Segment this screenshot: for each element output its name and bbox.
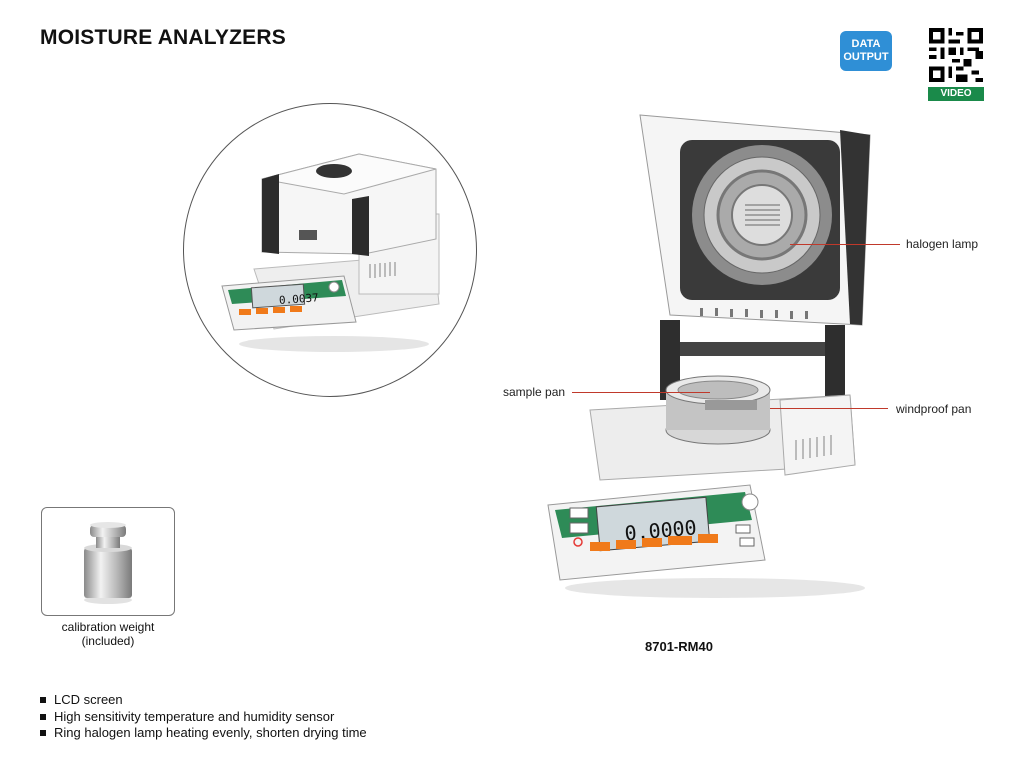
video-label: VIDEO — [928, 87, 984, 101]
bullet-icon — [40, 713, 46, 720]
sample-pan-label: sample pan — [503, 385, 566, 399]
windproof-pan-label: windproof pan — [896, 402, 972, 416]
feature-item: High sensitivity temperature and humidit… — [40, 709, 367, 726]
calibration-weight-image — [41, 507, 175, 616]
calibration-weight-caption: calibration weight (included) — [41, 620, 175, 648]
closed-analyzer-illustration: 0.0037 — [221, 153, 440, 352]
feature-list: LCD screen High sensitivity temperature … — [40, 692, 367, 742]
open-analyzer-illustration: 0.0000 — [547, 114, 871, 598]
small-lcd-reading: 0.0037 — [279, 291, 320, 307]
feature-item: Ring halogen lamp heating evenly, shorte… — [40, 725, 367, 742]
data-output-line1: DATA — [851, 38, 881, 50]
video-qr-code[interactable]: VIDEO — [928, 28, 984, 101]
halogen-lamp-label: halogen lamp — [906, 237, 979, 251]
page-title: MOISTURE ANALYZERS — [40, 26, 286, 49]
caption-line2: (included) — [81, 634, 135, 648]
halogen-lamp-leader — [790, 244, 900, 245]
caption-line1: calibration weight — [61, 620, 155, 634]
bullet-icon — [40, 730, 46, 737]
model-number: 8701-RM40 — [645, 639, 713, 654]
inset-product-view: 0.0037 — [183, 103, 477, 397]
data-output-line2: OUTPUT — [843, 51, 889, 63]
qr-code-icon — [929, 28, 983, 82]
windproof-pan-leader — [770, 408, 888, 409]
calibration-weight-icon — [84, 522, 132, 604]
sample-pan-leader — [572, 392, 710, 393]
feature-item: LCD screen — [40, 692, 367, 709]
data-output-badge: DATA OUTPUT — [840, 31, 892, 71]
bullet-icon — [40, 697, 46, 704]
